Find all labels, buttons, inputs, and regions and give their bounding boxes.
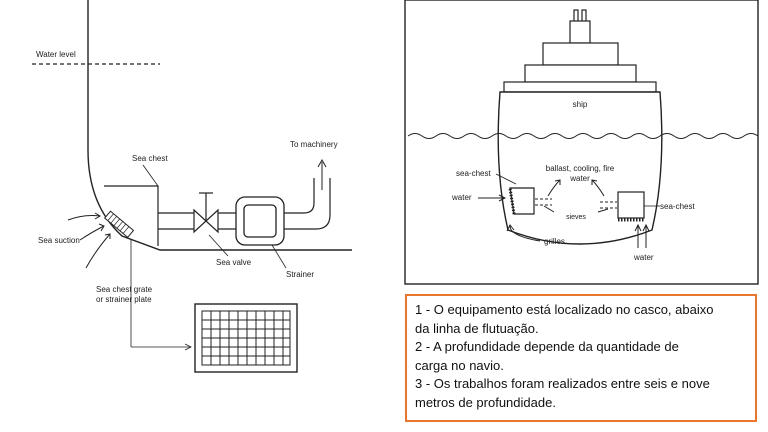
info-line-2: da linha de flutuação. bbox=[415, 320, 539, 336]
strainer bbox=[235, 196, 285, 246]
sea-chest-right-label: sea-chest bbox=[660, 202, 695, 211]
hull-outline bbox=[87, 0, 352, 251]
strainer-plate-detail bbox=[194, 303, 298, 373]
strainer-label: Strainer bbox=[286, 270, 314, 279]
sea-valve-label: Sea valve bbox=[216, 258, 252, 267]
sea-valve-leader bbox=[208, 234, 229, 257]
info-line-4: carga no navio. bbox=[415, 357, 504, 373]
sea-chest-label: Sea chest bbox=[132, 154, 168, 163]
ballast-label-line2: water bbox=[569, 174, 590, 183]
water-level-label: Water level bbox=[36, 50, 76, 59]
sea-suction-label: Sea suction bbox=[38, 236, 80, 245]
sea-chest-system-diagram: Water level Sea chest Sea suction Sea va… bbox=[32, 0, 352, 373]
ballast-label-line1: ballast, cooling, fire bbox=[546, 164, 615, 173]
info-line-5: 3 - Os trabalhos foram realizados entre … bbox=[415, 376, 710, 391]
sea-chest-left bbox=[508, 187, 535, 215]
ship-label: ship bbox=[573, 100, 588, 109]
info-box: 1 - O equipamento está localizado no cas… bbox=[405, 294, 757, 422]
sea-chest-grate bbox=[103, 210, 135, 239]
sea-chest-right bbox=[617, 191, 645, 222]
sea-valve bbox=[193, 192, 219, 234]
grilles-arrow bbox=[509, 225, 541, 242]
sieves-label: sieves bbox=[566, 214, 586, 221]
sea-suction-arrows bbox=[67, 212, 111, 269]
info-line-1: 1 - O equipamento está localizado no cas… bbox=[415, 302, 714, 317]
ship-sea-chest-diagram: ship sieves ballast, cooling, fire water… bbox=[404, 0, 759, 285]
to-machinery-label: To machinery bbox=[290, 140, 338, 149]
strainer-leader bbox=[271, 244, 287, 269]
grate-label-line2: or strainer plate bbox=[96, 295, 152, 304]
sea-chest-left-label: sea-chest bbox=[456, 169, 491, 178]
water-right-label: water bbox=[633, 253, 654, 262]
water-right-arrows bbox=[634, 223, 650, 248]
sieves bbox=[535, 198, 617, 213]
grilles-label: grilles bbox=[544, 237, 565, 246]
water-surface bbox=[407, 133, 759, 139]
sea-chest-leader bbox=[142, 164, 159, 187]
water-left-label: water bbox=[451, 193, 472, 202]
ballast-flow-arrows bbox=[547, 179, 605, 197]
ship-superstructure bbox=[503, 9, 657, 93]
outlet-pipe bbox=[284, 178, 331, 230]
grate-label-line1: Sea chest grate bbox=[96, 285, 153, 294]
info-line-3: 2 - A profundidade depende da quantidade… bbox=[415, 339, 679, 354]
info-line-6: metros de profundidade. bbox=[415, 394, 556, 410]
